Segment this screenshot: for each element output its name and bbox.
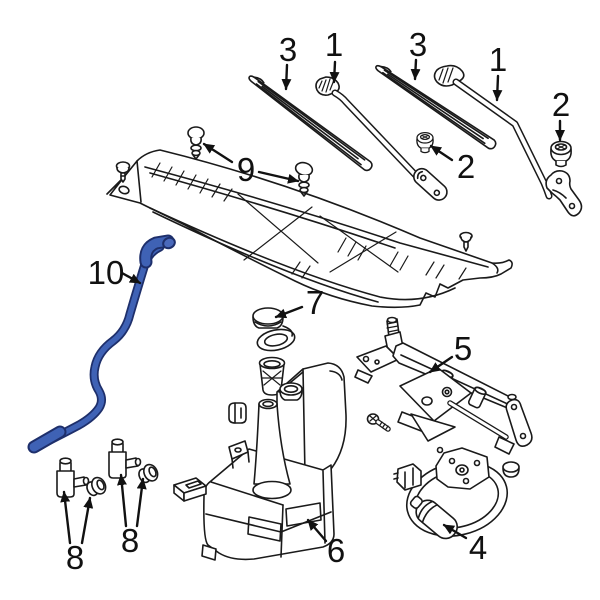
cowl-push-rivet (459, 231, 473, 252)
cowl-hatching (151, 162, 467, 280)
callout-arrow (60, 490, 72, 545)
callout-label-pivot-cap-left[interactable]: 2 (457, 148, 475, 185)
cowl-grille-panel (106, 149, 513, 309)
wiper-linkage-5 (354, 316, 533, 455)
callout-arrow (257, 170, 300, 184)
nozzle-grommet-a (86, 476, 107, 497)
callout-label-wiper-arm-right[interactable]: 1 (489, 41, 507, 78)
callout-pivot-cap-left[interactable]: 2 (429, 144, 475, 185)
callout-label-wiper-linkage[interactable]: 5 (454, 330, 472, 367)
callout-washer-hose[interactable]: 10 (88, 254, 142, 291)
pivot-cap-2-right (550, 140, 572, 168)
pump-connector (393, 463, 422, 491)
callout-label-washer-pump[interactable]: 4 (469, 529, 487, 566)
callout-arrow (429, 144, 454, 162)
callout-reservoir-cap[interactable]: 7 (274, 284, 324, 321)
washer-nozzle-a (56, 457, 90, 498)
callout-label-washer-nozzle-left[interactable]: 8 (66, 539, 84, 576)
callout-label-cowl-clips[interactable]: 9 (237, 151, 255, 188)
callout-cowl-clips[interactable]: 9 (202, 142, 300, 188)
callout-arrow (202, 142, 234, 164)
washer-nozzle-b (108, 438, 142, 479)
callout-arrow (442, 523, 468, 540)
reservoir-cap-7 (252, 307, 296, 352)
callout-label-reservoir-cap[interactable]: 7 (306, 284, 324, 321)
callout-arrow (120, 271, 142, 285)
reservoir-filter-screen (258, 356, 286, 396)
callout-arrow (492, 74, 503, 102)
wiper-arm-1-left (315, 76, 448, 201)
callout-wiper-blade-left[interactable]: 3 (279, 31, 297, 91)
callout-arrow (274, 305, 304, 319)
nozzle-bracket (173, 477, 207, 502)
arm-pivot-paddle-right (545, 170, 583, 217)
wiper-blade-3-left (248, 75, 373, 172)
arm-pivot-paddle-left (413, 167, 448, 201)
callout-pivot-cap-right[interactable]: 2 (552, 86, 570, 142)
callout-label-pivot-cap-right[interactable]: 2 (552, 86, 570, 123)
callout-arrow (80, 496, 94, 545)
callout-washer-reservoir[interactable]: 6 (306, 518, 345, 569)
reservoir-clip (228, 402, 247, 424)
cowl-clip-pin-a (187, 126, 205, 160)
callout-arrow (410, 58, 421, 81)
callout-arrow (428, 355, 454, 374)
callout-label-washer-hose[interactable]: 10 (88, 254, 125, 291)
callout-washer-nozzle-right[interactable]: 8 (116, 473, 147, 559)
callout-wiper-arm-right[interactable]: 1 (489, 41, 507, 102)
callout-arrow (306, 518, 328, 543)
callout-label-wiper-blade-left[interactable]: 3 (279, 31, 297, 68)
pivot-cap-2-left (416, 131, 434, 154)
callout-label-washer-reservoir[interactable]: 6 (327, 532, 345, 569)
callout-arrow (329, 60, 340, 84)
wiper-blade-3-right (375, 64, 497, 150)
cowl-clip-pin-b (294, 161, 314, 197)
callout-wiper-blade-right[interactable]: 3 (409, 26, 427, 81)
wiper-arm-1-right (433, 64, 583, 217)
linkage-bolt (366, 413, 391, 432)
callout-label-washer-nozzle-right[interactable]: 8 (121, 522, 139, 559)
callout-wiper-linkage[interactable]: 5 (428, 330, 472, 374)
callout-washer-pump[interactable]: 4 (442, 523, 487, 566)
callout-label-wiper-blade-right[interactable]: 3 (409, 26, 427, 63)
callout-wiper-arm-left[interactable]: 1 (325, 26, 343, 84)
cowl-screw (115, 161, 131, 183)
callout-arrow (116, 473, 128, 528)
pump-grommet (502, 461, 520, 478)
callout-arrow (135, 477, 147, 528)
washer-reservoir-6 (201, 362, 347, 561)
callout-arrow (281, 63, 292, 91)
callout-label-wiper-arm-left[interactable]: 1 (325, 26, 343, 63)
callout-washer-nozzle-left[interactable]: 8 (60, 490, 94, 576)
